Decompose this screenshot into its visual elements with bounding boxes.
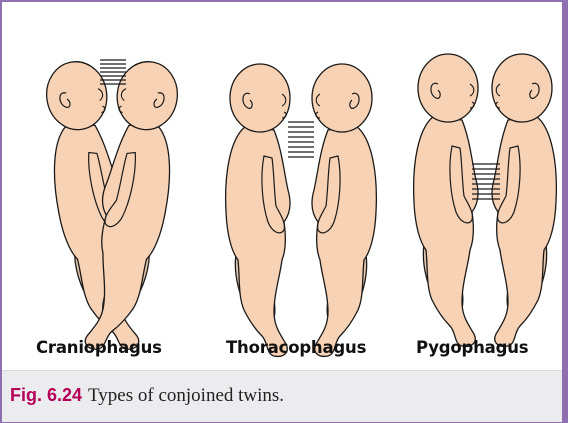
figure-illustration: Craniophagus Thoracophagus Pygophagus: [2, 2, 562, 370]
caption-text: Types of conjoined twins.: [88, 385, 284, 406]
figure-caption-bar: Fig. 6.24 Types of conjoined twins.: [2, 370, 562, 422]
thoracophagus-pair: [226, 64, 377, 356]
label-thoracophagus: Thoracophagus: [226, 338, 366, 357]
figure-caption: Fig. 6.24 Types of conjoined twins.: [10, 385, 284, 407]
craniophagus-pair: [38, 58, 186, 357]
pygophagus-pair: [414, 54, 557, 346]
conjoined-twins-illustration: [2, 2, 562, 370]
label-pygophagus: Pygophagus: [416, 338, 528, 357]
label-craniophagus: Craniophagus: [36, 338, 162, 357]
figure-number: Fig. 6.24: [10, 385, 82, 405]
